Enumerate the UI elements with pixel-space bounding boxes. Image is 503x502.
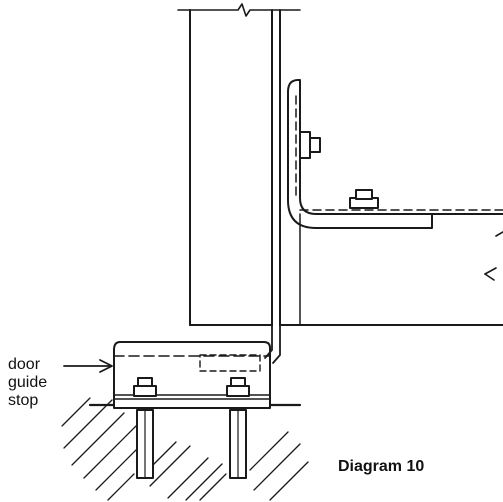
anchor-bolt-left (133, 377, 157, 479)
callout-line-door: door (8, 356, 41, 373)
rail-tick-2 (484, 273, 495, 281)
floor-hatching (61, 397, 309, 501)
rail-tick (484, 267, 497, 275)
bracket-bolt-horizontal (349, 189, 379, 209)
rail-tick-3 (495, 231, 503, 237)
callout-line-stop: stop (8, 392, 39, 409)
callout-line-guide: guide (8, 374, 48, 391)
break-line (177, 3, 301, 17)
diagram-title: Diagram 10 (338, 458, 425, 475)
callout-arrow (63, 359, 113, 373)
angle-bracket (287, 79, 503, 229)
door-frame-column (189, 9, 503, 326)
door-guide-strip (264, 324, 281, 364)
callout-label: door guide stop (8, 356, 47, 410)
guide-stop-block (113, 341, 271, 409)
bracket-bolt-vertical (299, 131, 321, 159)
anchor-bolt-right (226, 377, 250, 479)
